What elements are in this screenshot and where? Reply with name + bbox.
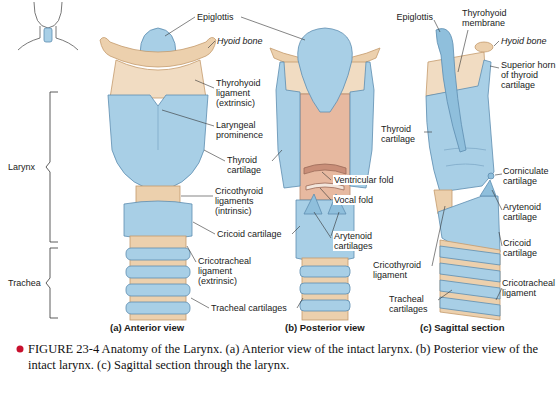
part-label: Tracheal cartilages [389, 294, 437, 314]
thyroid-lamina [276, 62, 300, 188]
tracheal-ring [300, 283, 350, 294]
part-label: Cricoid cartilage [503, 238, 557, 258]
part-label: Arytenoid cartilage [503, 202, 557, 222]
part-label: Epiglottis [396, 12, 433, 22]
caption-bullet [17, 346, 24, 353]
trachea-bracket [46, 248, 58, 318]
thyroid-shape [108, 95, 208, 188]
part-label: Arytenoid cartilages [333, 231, 387, 251]
leader-line [424, 132, 432, 133]
leader-line [432, 206, 445, 266]
leader-line [495, 174, 502, 175]
leader-line [499, 232, 502, 246]
leader-line [208, 41, 215, 48]
part-label: Cricothyroid ligament [373, 260, 431, 280]
hyoid-shape [100, 37, 216, 67]
panel-label: (b) Posterior view [285, 323, 365, 333]
larynx-mark [44, 28, 52, 42]
part-label: Hyoid bone [217, 36, 263, 46]
leader-line [494, 41, 499, 46]
part-label: Superior horn of thyroid cartilage [501, 60, 557, 90]
tracheal-ring [440, 263, 500, 282]
sagittal-section [426, 29, 500, 320]
part-label: Thyroid cartilage [227, 155, 273, 175]
part-label: Thyrohyoid ligament (extrinsic) [216, 78, 270, 108]
bracket [46, 92, 58, 318]
tracheal-ring [126, 248, 190, 260]
tracheal-ring [126, 302, 190, 314]
leader-line [322, 172, 331, 180]
hyoid-shape [475, 42, 493, 52]
cricoid-shape [124, 201, 192, 239]
ventricular-fold-shape [304, 164, 346, 174]
panel-label: (a) Anterior view [110, 323, 184, 333]
leader-line [162, 110, 214, 126]
corniculate-shape [488, 173, 494, 179]
leader-line [320, 188, 331, 200]
part-label: Ventricular fold [333, 175, 395, 185]
epiglottis-shape [436, 29, 466, 152]
leader-line [195, 80, 214, 88]
tracheal-ring [440, 246, 500, 265]
leader-line [458, 30, 468, 72]
part-label: Cricotracheal ligament (extrinsic) [198, 256, 258, 286]
part-label: Corniculate cartilage [503, 166, 557, 186]
panel-label: (c) Sagittal section [420, 323, 504, 333]
leader-line [492, 190, 502, 210]
neck-outline [18, 26, 78, 50]
cricotracheal-ligament-shape [440, 240, 500, 320]
tracheal-ring [440, 297, 500, 316]
region-label: Trachea [8, 278, 41, 288]
part-label: Tracheal cartilages [211, 303, 287, 313]
tracheal-ring [126, 266, 190, 278]
head-outline [34, 2, 62, 28]
part-label: Hyoid bone [501, 36, 547, 46]
leader-line [187, 246, 196, 262]
region-label: Larynx [8, 162, 35, 172]
prominence-ridge [158, 106, 159, 150]
leader-line [434, 20, 440, 32]
part-label: Cricothyroid ligaments (intrinsic) [215, 186, 273, 216]
epiglottis-shape [140, 28, 176, 54]
part-label: Laryngeal prominence [216, 120, 270, 140]
leader-line [181, 196, 213, 197]
part-label: Thyroid cartilage [381, 124, 423, 144]
tracheal-ring [300, 266, 350, 277]
larynx-bracket [46, 92, 58, 242]
tracheal-ring [440, 280, 500, 299]
leader-line [438, 290, 452, 300]
tracheal-ring [300, 300, 350, 311]
leader-lines [162, 17, 502, 308]
posterior-view [270, 28, 380, 320]
person-figure [18, 2, 78, 50]
part-label: Cricotracheal ligament [502, 278, 557, 298]
thyroid-lamina [350, 62, 374, 188]
tracheal-ring [126, 284, 190, 296]
part-label: Thyrohyoid membrane [462, 8, 522, 28]
part-label: Cricoid cartilage [217, 229, 282, 239]
leader-line [490, 66, 499, 68]
figure-caption: FIGURE 23-4 Anatomy of the Larynx. (a) A… [28, 341, 552, 373]
epiglottis-shape [298, 28, 353, 112]
part-label: Vocal fold [333, 195, 374, 205]
leader-line [496, 288, 502, 300]
part-label: Epiglottis [197, 12, 234, 22]
